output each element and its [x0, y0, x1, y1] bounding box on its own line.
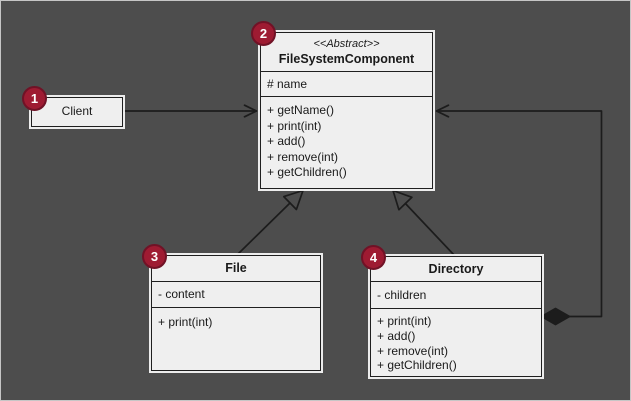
- methods-section: + print(int) + add() + remove(int) + get…: [371, 308, 541, 373]
- method-row: + remove(int): [377, 343, 449, 358]
- method-row: + getName(): [267, 103, 335, 117]
- method-row: + add(): [377, 328, 416, 343]
- composition-directory-component[interactable]: [435, 104, 603, 326]
- class-title: File: [225, 261, 247, 275]
- step-badge-3[interactable]: 3: [142, 244, 167, 269]
- composition-line[interactable]: [436, 110, 603, 318]
- method-row: + print(int): [267, 118, 322, 133]
- generalization-file-component[interactable]: [236, 189, 304, 256]
- attribute-row: # name: [267, 77, 308, 91]
- stereotype-label: <<Abstract>>: [313, 38, 380, 50]
- methods-section: + print(int): [152, 307, 320, 330]
- class-header: <<Abstract>> FileSystemComponent: [261, 33, 432, 71]
- step-badge-2[interactable]: 2: [251, 21, 276, 46]
- generalization-line[interactable]: [236, 202, 291, 256]
- method-row: + getChildren(): [267, 165, 347, 180]
- attribute-row: - children: [377, 288, 427, 302]
- attribute-row: - content: [158, 287, 205, 301]
- method-row: + print(int): [158, 315, 213, 329]
- step-badge-4[interactable]: 4: [361, 245, 386, 270]
- class-title: FileSystemComponent: [278, 52, 415, 66]
- methods-section: + getName() + print(int) + add() + remov…: [261, 96, 432, 188]
- open-arrowhead-icon: [243, 104, 258, 118]
- class-filesystemcomponent[interactable]: <<Abstract>> FileSystemComponent # name …: [260, 32, 433, 189]
- attributes-section: - children: [371, 281, 541, 308]
- association-client-component[interactable]: [122, 104, 258, 118]
- method-row: + getChildren(): [377, 358, 457, 373]
- hollow-triangle-icon: [392, 189, 413, 211]
- step-badge-1[interactable]: 1: [22, 86, 47, 111]
- method-row: + print(int): [377, 314, 432, 328]
- generalization-directory-component[interactable]: [392, 189, 456, 257]
- class-directory[interactable]: Directory - children + print(int) + add(…: [370, 256, 542, 377]
- class-header: Directory: [371, 257, 541, 281]
- method-row: + add(): [267, 134, 306, 149]
- open-arrowhead-icon: [435, 104, 450, 118]
- class-header: File: [152, 256, 320, 281]
- method-row: + remove(int): [267, 149, 339, 164]
- filled-diamond-icon: [540, 307, 571, 326]
- attributes-section: - content: [152, 281, 320, 307]
- class-client[interactable]: Client: [31, 97, 123, 127]
- hollow-triangle-icon: [282, 189, 304, 211]
- class-file[interactable]: File - content + print(int): [151, 255, 321, 371]
- class-title: Client: [61, 104, 93, 118]
- class-title: Directory: [428, 262, 484, 276]
- attributes-section: # name: [261, 71, 432, 96]
- generalization-line[interactable]: [404, 202, 456, 257]
